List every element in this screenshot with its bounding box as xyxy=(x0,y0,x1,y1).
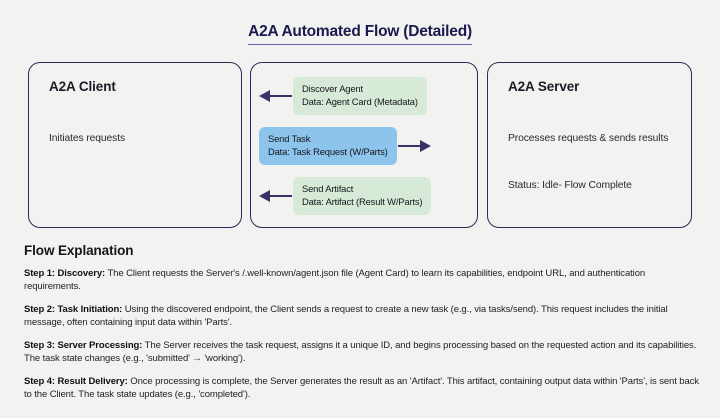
message-data: Data: Agent Card (Metadata) xyxy=(302,95,418,107)
step-text: The Server receives the task request, as… xyxy=(24,339,697,365)
step-label: Step 2: Task Initiation: xyxy=(24,303,123,315)
explanation-step-1: Step 1: Discovery: The Client requests t… xyxy=(24,267,700,294)
step-text: The Client requests the Server's /.well-… xyxy=(24,268,646,293)
arrow-left-icon xyxy=(259,89,293,103)
panel-a2a-client: A2A Client Initiates requests xyxy=(28,62,242,228)
message-title: Send Artifact xyxy=(302,182,354,194)
flow-explanation-heading: Flow Explanation xyxy=(24,243,134,258)
page-title-wrapper: A2A Automated Flow (Detailed) xyxy=(0,23,720,45)
message-title: Send Task xyxy=(268,132,311,144)
message-box-send-artifact[interactable]: Send Artifact Data: Artifact (Result W/P… xyxy=(293,176,432,216)
message-data: Data: Task Request (W/Parts) xyxy=(268,145,388,157)
step-text: Using the discovered endpoint, the Clien… xyxy=(24,303,668,329)
message-row-send-task: Send Task Data: Task Request (W/Parts) xyxy=(259,123,471,169)
arrow-left-icon xyxy=(259,189,293,203)
explanation-step-2: Step 2: Task Initiation: Using the disco… xyxy=(24,303,700,330)
client-panel-title: A2A Client xyxy=(49,79,116,94)
client-panel-description: Initiates requests xyxy=(49,133,126,144)
message-row-send-artifact: Send Artifact Data: Artifact (Result W/P… xyxy=(259,175,471,217)
server-panel-description: Processes requests & sends results xyxy=(508,133,669,144)
message-data: Data: Artifact (Result W/Parts) xyxy=(302,195,423,207)
explanation-step-3: Step 3: Server Processing: The Server re… xyxy=(24,339,700,366)
step-label: Step 3: Server Processing: xyxy=(24,339,143,351)
step-label: Step 4: Result Delivery: xyxy=(24,375,128,387)
server-status-text: Status: Idle- Flow Complete xyxy=(508,180,632,191)
page-title: A2A Automated Flow (Detailed) xyxy=(248,23,472,45)
panel-a2a-server: A2A Server Processes requests & sends re… xyxy=(487,62,692,228)
flow-panels: A2A Client Initiates requests Discover A… xyxy=(28,62,692,228)
explanation-step-4: Step 4: Result Delivery: Once processing… xyxy=(24,375,700,402)
arrow-right-icon xyxy=(397,139,431,153)
message-title: Discover Agent xyxy=(302,82,363,94)
step-text: Once processing is complete, the Server … xyxy=(24,375,699,401)
message-row-discover-agent: Discover Agent Data: Agent Card (Metadat… xyxy=(259,75,471,117)
step-label: Step 1: Discovery: xyxy=(24,268,106,279)
server-panel-title: A2A Server xyxy=(508,79,580,94)
message-box-send-task[interactable]: Send Task Data: Task Request (W/Parts) xyxy=(259,126,397,166)
panel-message-flow: Discover Agent Data: Agent Card (Metadat… xyxy=(250,62,478,228)
message-box-discover-agent[interactable]: Discover Agent Data: Agent Card (Metadat… xyxy=(293,76,427,116)
flow-explanation-section: Flow Explanation Step 1: Discovery: The … xyxy=(24,243,700,411)
